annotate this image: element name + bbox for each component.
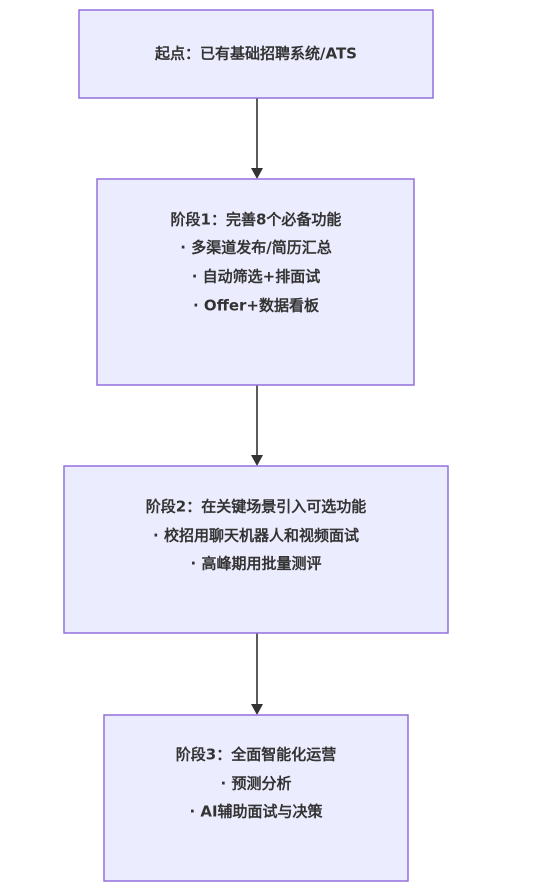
edge-phase2-to-phase3: [251, 633, 263, 715]
node-phase2-box: [63, 465, 449, 634]
node-start: 起点：已有基础招聘系统/ATS: [78, 9, 434, 99]
node-phase3-line-2: · 预测分析: [221, 775, 292, 793]
node-phase3-title: 阶段3：全面智能化运营: [176, 746, 336, 764]
node-phase1-line-2: · 多渠道发布/简历汇总: [180, 239, 331, 257]
node-phase1: 阶段1：完善8个必备功能 · 多渠道发布/简历汇总 · 自动筛选+排面试 · O…: [96, 178, 415, 386]
arrow-head-icon: [251, 704, 263, 715]
node-phase2: 阶段2：在关键场景引入可选功能 · 校招用聊天机器人和视频面试 · 高峰期用批量…: [63, 465, 449, 634]
arrow-head-icon: [251, 168, 263, 179]
arrow-head-icon: [251, 455, 263, 466]
node-phase2-line-2: · 校招用聊天机器人和视频面试: [153, 527, 359, 545]
node-phase1-line-3: · 自动筛选+排面试: [192, 268, 321, 286]
edge-phase1-to-phase2: [251, 385, 263, 466]
node-phase2-title: 阶段2：在关键场景引入可选功能: [146, 498, 366, 516]
node-phase3: 阶段3：全面智能化运营 · 预测分析 · AI辅助面试与决策: [103, 714, 409, 882]
node-phase3-box: [103, 714, 409, 882]
node-phase3-line-3: · AI辅助面试与决策: [189, 803, 323, 821]
edge-start-to-phase1: [251, 98, 263, 179]
node-phase1-box: [96, 178, 415, 386]
node-start-line-1: 起点：已有基础招聘系统/ATS: [154, 45, 357, 63]
node-phase1-title: 阶段1：完善8个必备功能: [171, 211, 342, 229]
node-phase2-line-3: · 高峰期用批量测评: [191, 555, 322, 573]
node-start-box: [78, 9, 434, 99]
node-phase1-line-4: · Offer+数据看板: [193, 297, 320, 315]
